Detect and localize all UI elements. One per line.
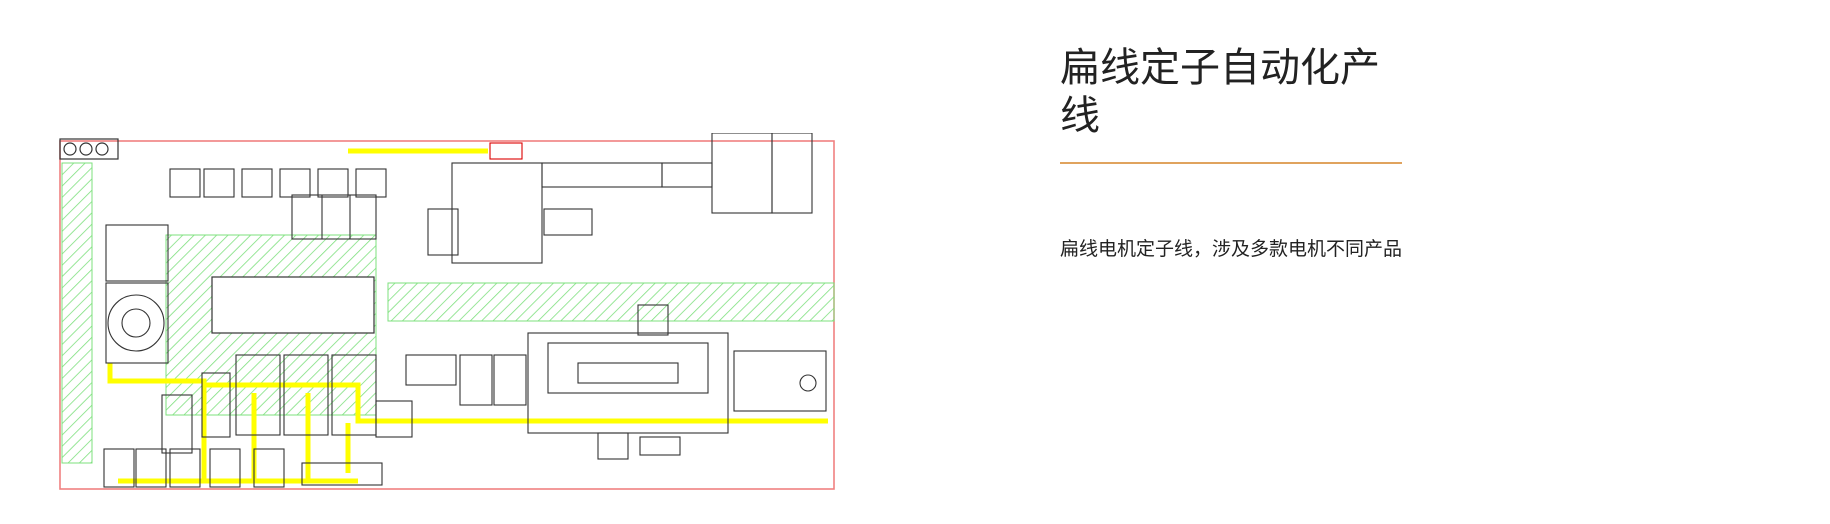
product-description: 扁线电机定子线，涉及多款电机不同产品 [1060, 238, 1403, 260]
signal-lights [59, 138, 119, 160]
hatched-zone-left-strip [61, 162, 93, 464]
title-divider [1060, 162, 1402, 164]
bottom-docks [103, 448, 383, 488]
page-title: 扁线定子自动化产线 [1060, 45, 1380, 139]
left-machinery [105, 224, 413, 454]
right-machinery [527, 304, 827, 460]
hatched-zone-right [387, 282, 835, 322]
product-info-panel: 扁线定子自动化产线 扁线电机定子线，涉及多款电机不同产品 [1060, 44, 1420, 262]
conveyor-network [107, 148, 828, 484]
upper-equipment-row [169, 142, 523, 240]
storage-area [211, 276, 375, 334]
center-machinery [405, 133, 813, 406]
production-line-layout-diagram [58, 133, 838, 493]
